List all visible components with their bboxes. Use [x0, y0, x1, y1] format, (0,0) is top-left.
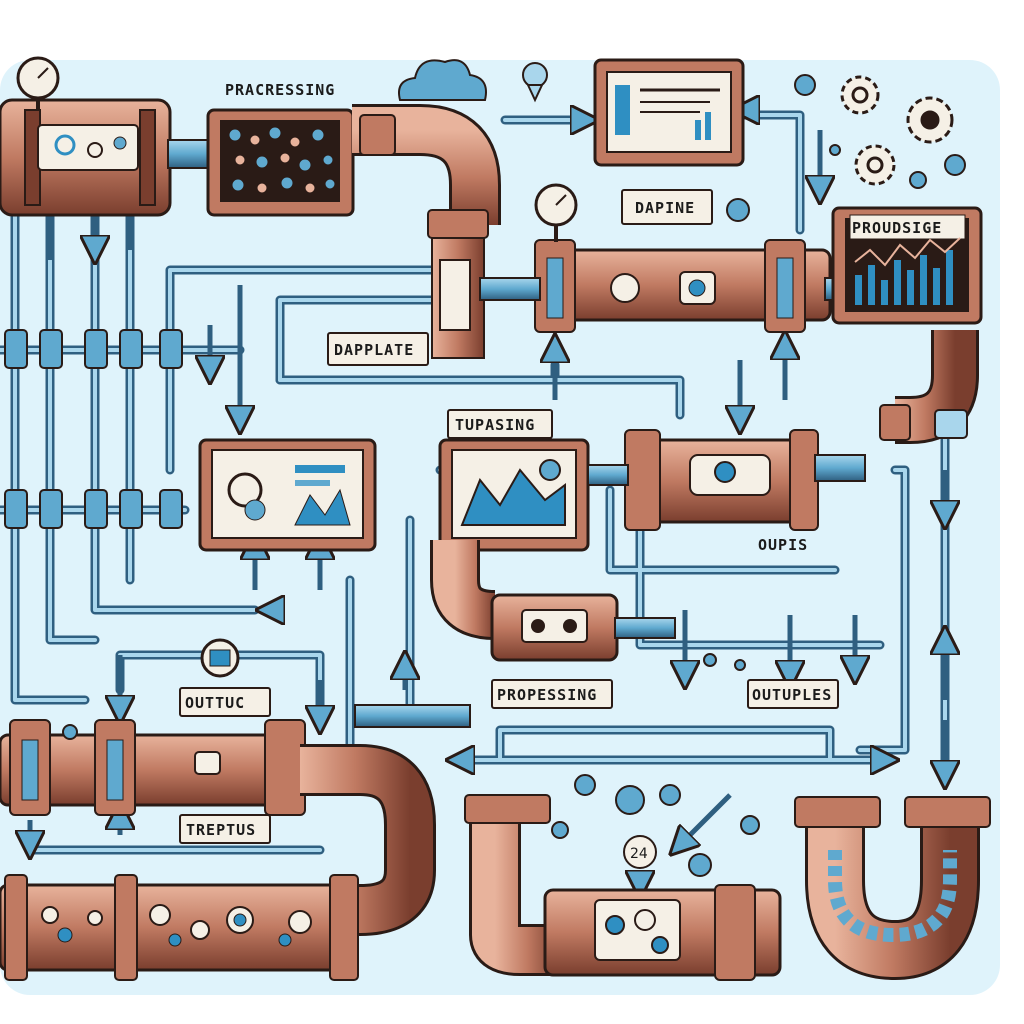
- label-propessing: PROPESSING: [497, 686, 597, 704]
- bubble-icon: [62, 653, 760, 877]
- cloud-icon: [398, 59, 487, 101]
- label-dapplate: DAPPLATE: [334, 341, 414, 359]
- label-box-outuples: [747, 679, 839, 709]
- chart-monitor: [831, 206, 983, 325]
- valve-row-upper: [4, 329, 183, 369]
- badge-number: 24: [630, 846, 648, 862]
- label-tupasing: TUPASING: [455, 416, 535, 434]
- label-outuples: OUTUPLES: [752, 686, 832, 704]
- copper-pipe-middle: [479, 239, 846, 333]
- label-proudsige: PROUDSIGE: [852, 219, 942, 237]
- label-treptus: TREPTUS: [186, 821, 256, 839]
- label-box-treptus: [179, 814, 271, 844]
- tupasing-monitor: [438, 438, 590, 552]
- processor-top-left: [0, 98, 172, 217]
- gauge-icon: [534, 183, 578, 242]
- gauge-icon: [200, 638, 240, 678]
- blue-pipe-segment: [354, 704, 471, 728]
- copper-elbow-mid: [430, 540, 676, 662]
- copper-pipe-oupis: [587, 429, 866, 531]
- label-box-dapine: [621, 189, 713, 225]
- label-box-dapplate: [327, 332, 429, 366]
- processing-monitor: [206, 108, 355, 217]
- copper-u-pipe-right: [794, 796, 991, 981]
- label-processing-top: PRACRESSING: [225, 81, 335, 99]
- valve-row-lower: [4, 489, 183, 529]
- copper-elbow-top: [352, 104, 501, 359]
- gear-icon: [840, 75, 954, 186]
- location-pin-icon: [522, 62, 548, 103]
- copper-pipe-bottom: [0, 874, 359, 981]
- label-outtuc: OUTTUC: [185, 694, 245, 712]
- label-oupis: OUPIS: [758, 536, 808, 554]
- graphics-monitor: [198, 438, 377, 552]
- label-dapine: DAPINE: [635, 199, 695, 217]
- copper-pipe-lower-left: [0, 719, 436, 936]
- label-box-tupasing: [447, 409, 553, 439]
- label-box-propessing: [491, 679, 613, 709]
- copper-elbow-right: [879, 330, 979, 444]
- label-box-outtuc: [179, 687, 271, 717]
- copper-u-pipe-center: [464, 794, 782, 981]
- gauge-icon: [16, 56, 60, 110]
- location-pin-icon: 24: [623, 835, 657, 869]
- connector-pipe: [167, 139, 209, 169]
- flow-arrows: [30, 110, 945, 885]
- bubble-icon: [726, 74, 966, 222]
- document-monitor: [593, 58, 745, 167]
